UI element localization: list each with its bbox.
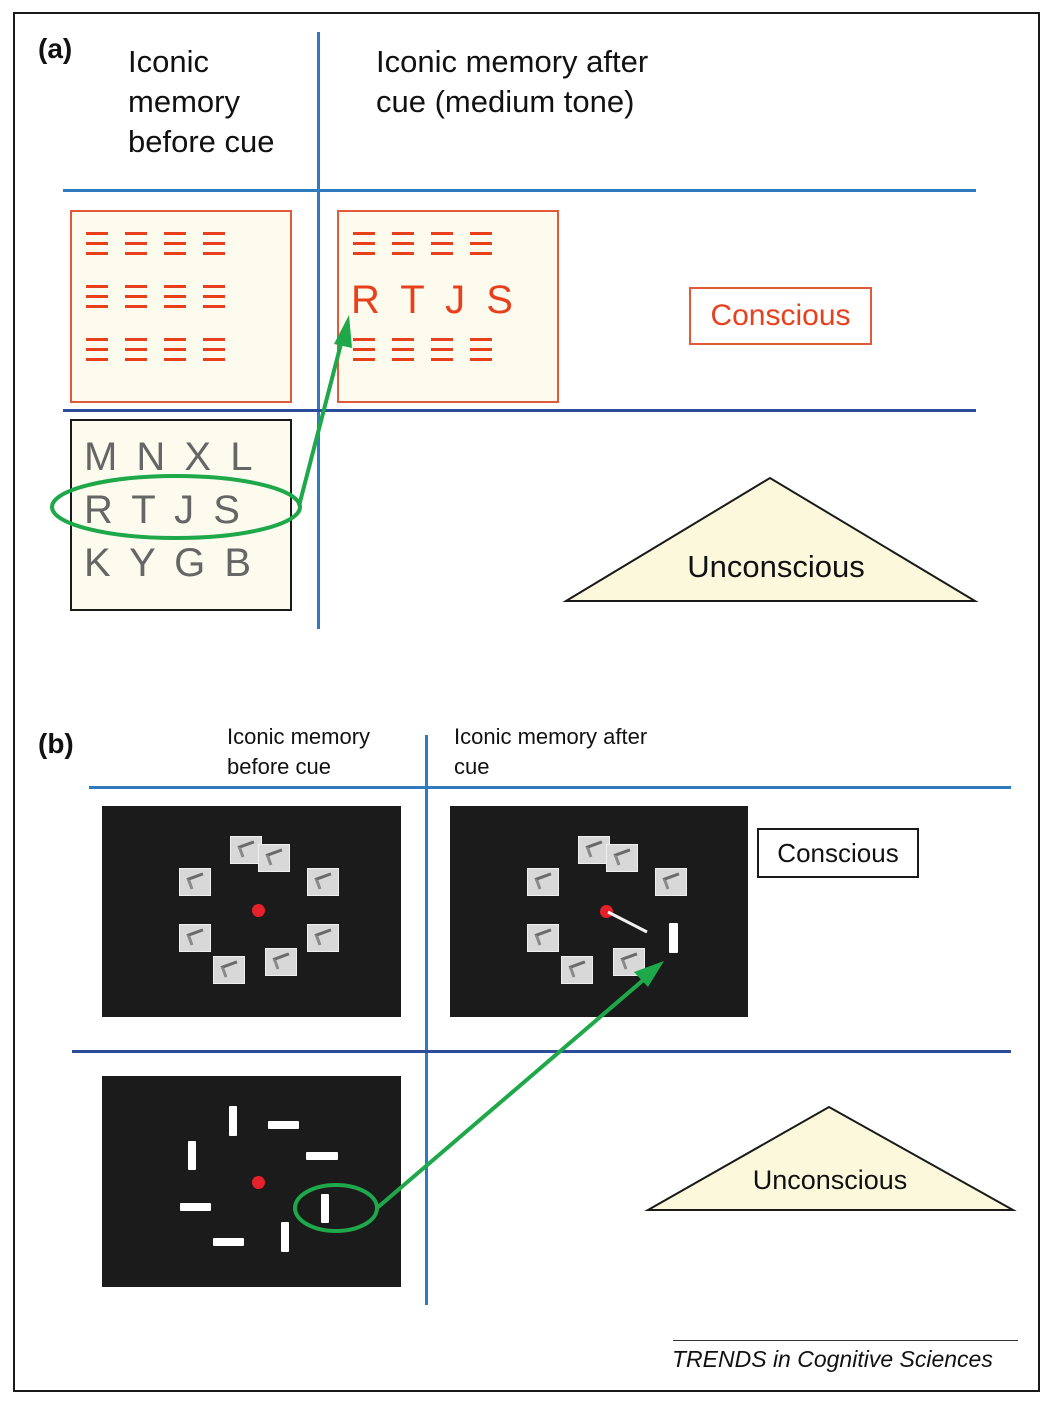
panel-b-conscious-label: Conscious [757,828,919,878]
panel-b-before-cue-bars [102,1076,401,1287]
panel-a-conscious-label: Conscious [689,287,872,345]
panel-b-top-divider [89,786,1011,789]
orientation-bar [268,1121,299,1129]
fixation-dot [252,1176,265,1189]
panel-a-after-cue-conscious-box: R T J S [337,210,559,403]
panel-b-middle-divider [72,1050,1011,1053]
dash-row [353,232,492,256]
stimulus-image-tile [307,924,339,952]
letter-row: R T J S [84,488,240,532]
panel-a-cue-arrow [50,315,352,540]
stimulus-image-tile [561,956,593,984]
panel-b-label: (b) [38,728,74,759]
target-bar [669,923,678,953]
panel-b-cue-arrow [293,961,664,1233]
stimulus-image-tile [613,948,645,976]
panel-a-unconscious-label: Unconscious [687,549,865,584]
stimulus-image-tile [527,868,559,896]
panel-a-before-cue-conscious-box [70,210,292,403]
orientation-bar [180,1203,211,1211]
orientation-bar [306,1152,338,1160]
panel-b-vertical-divider [425,735,428,1305]
panel-b-before-cue-stimulus [102,806,401,1017]
dash-row [86,285,225,309]
orientation-bar [229,1106,237,1136]
letter-row: K Y G B [84,541,252,585]
stimulus-image-tile [655,868,687,896]
orientation-bar [213,1238,244,1246]
cue-line [607,910,648,934]
panel-a-middle-divider [63,409,976,412]
stimulus-image-tile [265,948,297,976]
panel-b-unconscious-triangle [644,1105,1017,1211]
dash-row [86,338,225,362]
orientation-bar [188,1141,196,1170]
stimulus-image-tile [527,924,559,952]
journal-credit: TRENDS in Cognitive Sciences [672,1346,993,1372]
letter-row: M N X L [84,435,253,479]
panel-a-heading-after-cue: Iconic memory after cue (medium tone) [376,44,649,119]
stimulus-image-tile [606,844,638,872]
panel-a-top-divider [63,189,976,192]
panel-b-heading-before-cue: Iconic memory before cue [227,724,371,779]
figure-frame [13,12,1040,1392]
after-cue-letters: R T J S [351,278,513,322]
panel-b-heading-after-cue: Iconic memory after cue [454,724,648,779]
panel-a-unconscious-triangle [562,476,979,602]
fixation-dot [600,905,613,918]
panel-a-vertical-divider [317,32,320,629]
stimulus-image-tile [213,956,245,984]
stimulus-image-tile [179,868,211,896]
credit-rule [673,1340,1018,1341]
stimulus-image-tile [307,868,339,896]
panel-a-heading-before-cue: Iconic memory before cue [128,44,275,159]
stimulus-image-tile [179,924,211,952]
panel-a-label: (a) [38,33,73,64]
dash-row [86,232,225,256]
panel-b-unconscious-label: Unconscious [752,1165,908,1195]
panel-a-before-cue-letters-box: M N X L R T J S K Y G B [70,419,292,611]
panel-b-after-cue-stimulus [450,806,748,1017]
dash-row [353,338,492,362]
fixation-dot [252,904,265,917]
orientation-bar [281,1222,289,1252]
orientation-bar [321,1194,329,1223]
stimulus-image-tile [258,844,290,872]
